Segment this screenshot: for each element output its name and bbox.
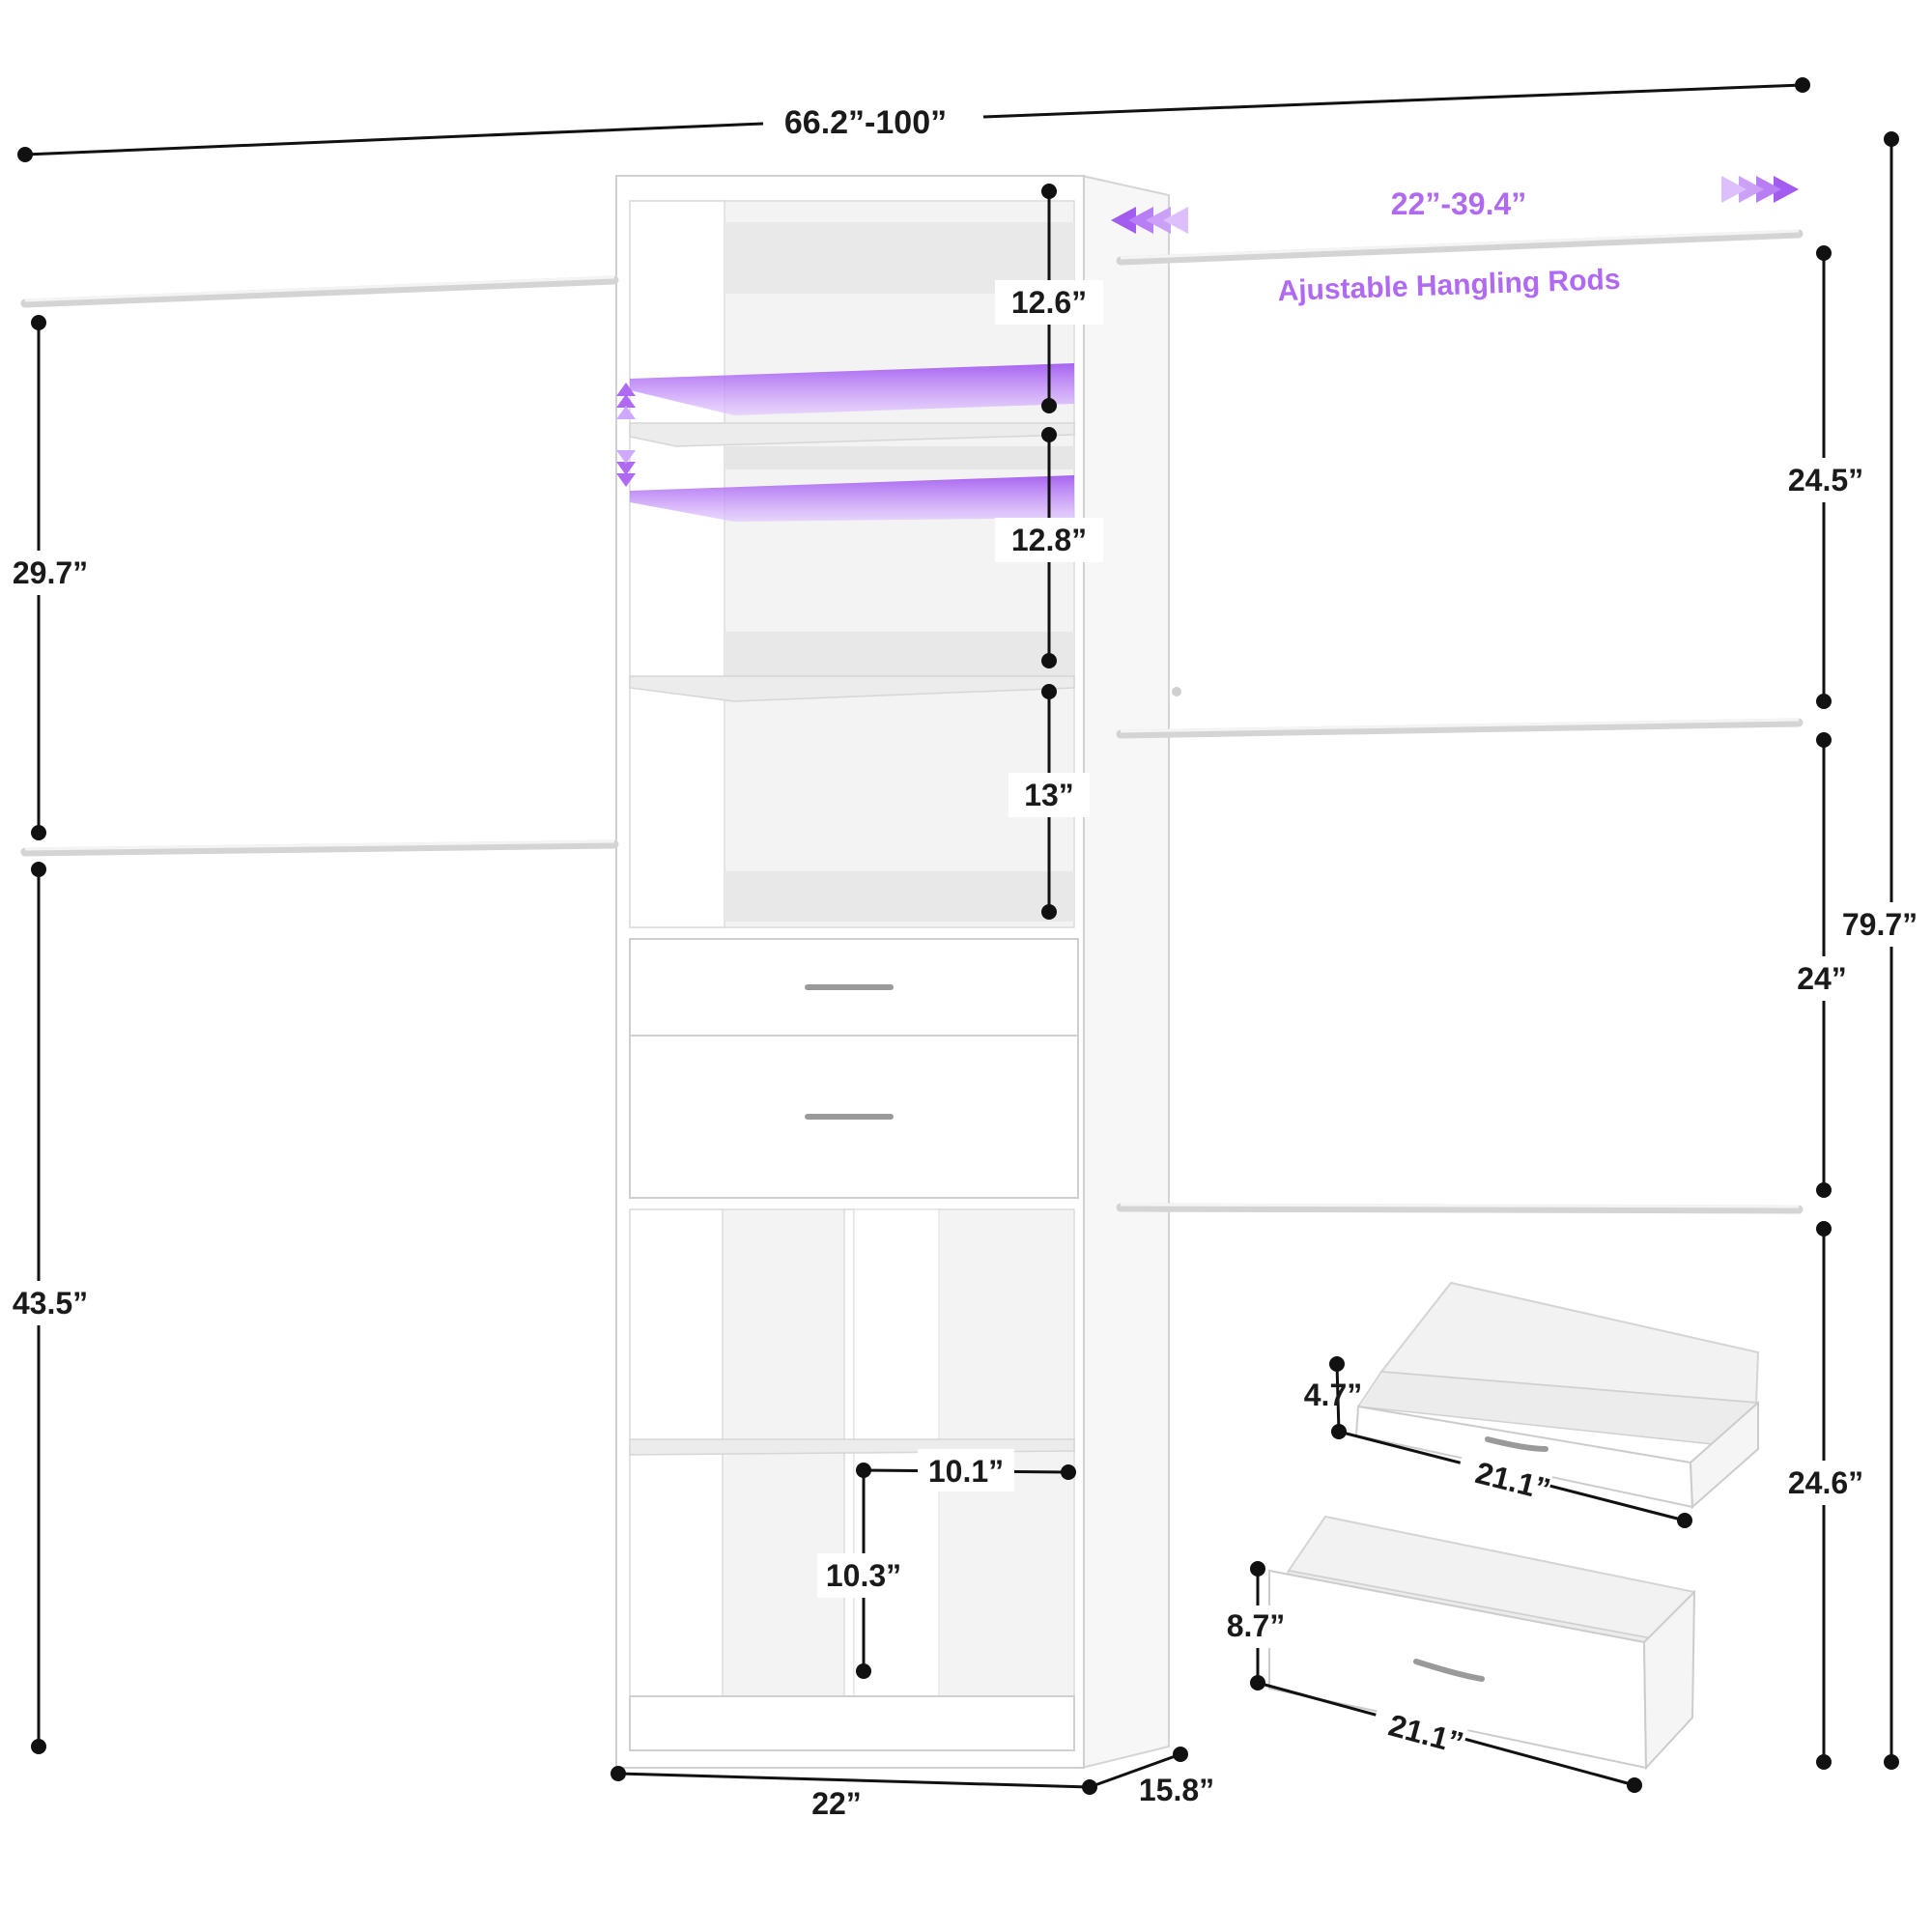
- overall-height-label: 79.7”: [1842, 907, 1918, 942]
- left-upper-height-label: 29.7”: [13, 555, 88, 590]
- closet-tower: [615, 174, 1181, 1770]
- left-upper-rod: [20, 275, 619, 308]
- rod-caption: Ajustable Hangling Rods: [1277, 264, 1621, 307]
- right-bottom-gap-label: 24.6”: [1788, 1465, 1863, 1500]
- total-width-line-left: [24, 122, 764, 156]
- rod-extension-label: 22”-39.4”: [1391, 186, 1527, 221]
- rod-extension-right-arrow-icon: [1721, 176, 1799, 203]
- cube-height-label: 10.3”: [826, 1558, 901, 1593]
- right-top-gap-label: 24.5”: [1788, 463, 1863, 497]
- right-mid-gap-label: 24”: [1797, 961, 1847, 996]
- second-compartment-label: 12.8”: [1011, 523, 1087, 557]
- right-dimensions: 24.5” 24” 24.6” 79.7”: [1774, 131, 1932, 1770]
- glow-shelf-upper: [630, 363, 1074, 415]
- large-drawer-dimensions: 8.7” 21.1”: [1213, 1561, 1642, 1793]
- shelf-adjust-up-icon: [616, 383, 636, 419]
- left-lower-rod: [20, 839, 619, 857]
- left-dimensions: 29.7” 43.5”: [4, 315, 97, 1754]
- glow-shelf-lower: [630, 475, 1074, 522]
- base-width-label: 22”: [811, 1786, 862, 1821]
- hanging-rods: [20, 229, 1804, 1214]
- base-depth-label: 15.8”: [1139, 1773, 1214, 1807]
- shelf-2-back: [724, 632, 1074, 676]
- shelf-1: [629, 422, 1075, 447]
- cube-width-label: 10.1”: [928, 1454, 1004, 1489]
- large-drawer-illustration: [1268, 1515, 1696, 1771]
- total-width-dimension: 66.2”-100”: [17, 77, 1810, 162]
- left-lower-height-label: 43.5”: [13, 1286, 88, 1321]
- right-upper-rod: [1116, 229, 1804, 266]
- total-width-left-dot: [17, 147, 33, 162]
- rod-extension-left-arrow-icon: [1111, 207, 1188, 234]
- compartment-dimensions: 12.6” 12.8” 13” 10.1” 10.3”: [817, 184, 1103, 1679]
- tower-upper-left-wall: [629, 200, 725, 928]
- base-dimensions: 22” 15.8”: [611, 1747, 1214, 1821]
- small-drawer-illustration: [1354, 1281, 1760, 1510]
- shelf-2: [629, 675, 1075, 702]
- shelf-3-back: [724, 871, 1074, 922]
- small-drawer-handle: [1485, 1436, 1548, 1452]
- tower-base: [629, 1695, 1075, 1751]
- tower-side-panel: [1081, 174, 1170, 1770]
- right-lower-rod: [1116, 1203, 1804, 1214]
- large-drawer-handle: [1413, 1659, 1485, 1682]
- top-compartment-label: 12.6”: [1011, 285, 1087, 320]
- side-hook: [1172, 687, 1181, 696]
- shelf-1-back: [724, 446, 1074, 469]
- large-drawer-height-label: 8.7”: [1227, 1608, 1285, 1643]
- small-drawer-height-label: 4.7”: [1304, 1378, 1362, 1412]
- total-width-line-right: [982, 83, 1804, 119]
- right-middle-rod: [1116, 718, 1804, 739]
- third-compartment-label: 13”: [1024, 778, 1074, 812]
- total-width-right-dot: [1795, 77, 1810, 93]
- total-width-label: 66.2”-100”: [784, 104, 947, 141]
- shelf-adjust-down-icon: [616, 450, 636, 487]
- small-drawer-dimensions: 4.7” 21.1”: [1304, 1356, 1692, 1528]
